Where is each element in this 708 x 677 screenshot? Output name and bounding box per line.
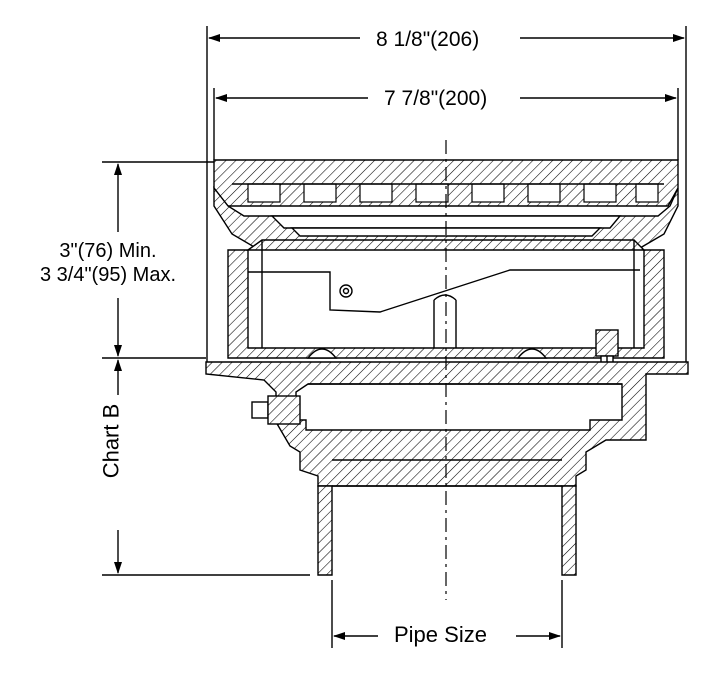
frame-body	[213, 185, 679, 249]
inlet-fitting	[251, 395, 301, 425]
overall-width-label: 8 1/8"(206)	[370, 29, 486, 50]
grate	[213, 159, 679, 207]
chart-reference-label: Chart B	[98, 397, 123, 485]
outlet-pipe	[317, 459, 577, 576]
drain-body	[205, 361, 689, 487]
pipe-size-label: Pipe Size	[388, 624, 493, 646]
adjustable-collar	[227, 239, 665, 359]
height-max-label: 3 3/4"(95) Max.	[14, 263, 202, 287]
grate-width-label: 7 7/8"(200)	[378, 88, 494, 109]
height-min-label: 3"(76) Min.	[14, 239, 202, 263]
height-range-label: 3"(76) Min. 3 3/4"(95) Max.	[14, 239, 202, 287]
